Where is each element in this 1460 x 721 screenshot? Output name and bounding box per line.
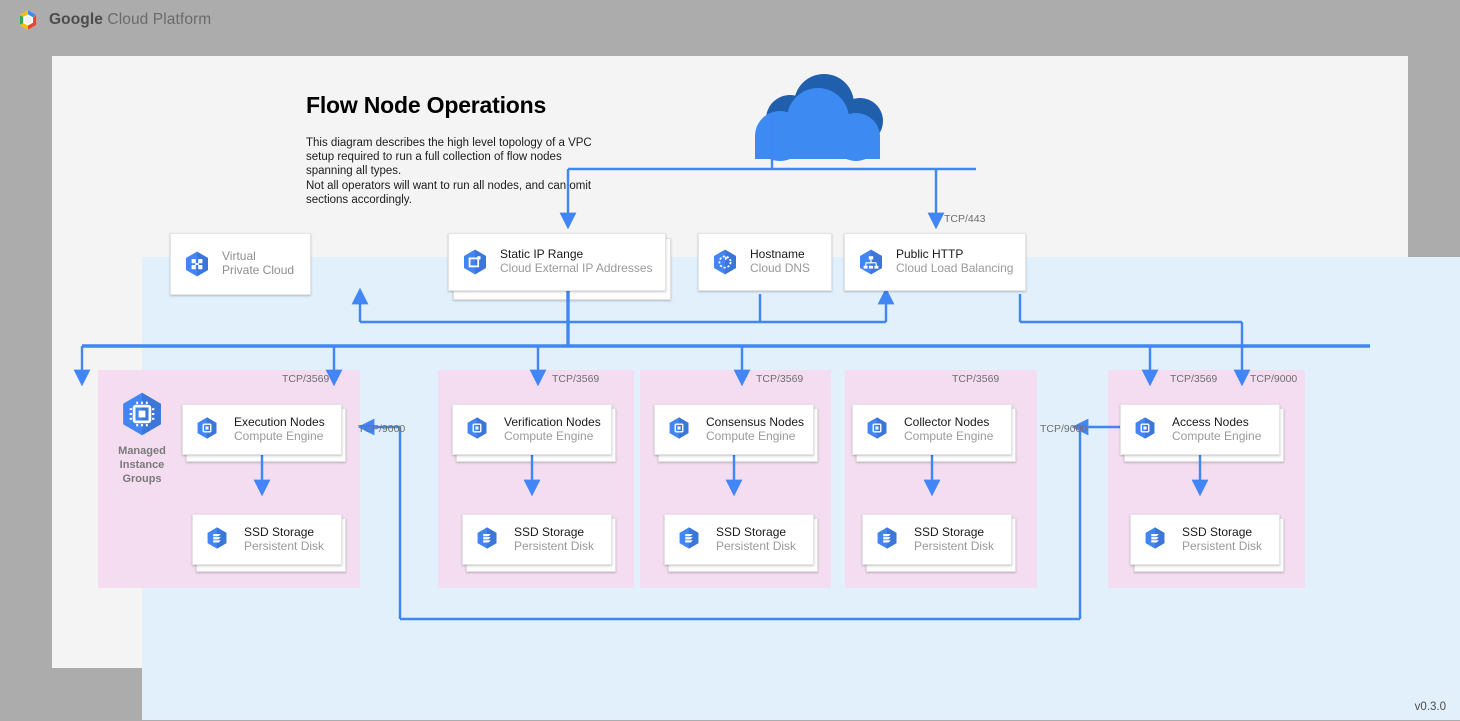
managed-instance-group-icon [118,390,166,438]
node-title: SSD Storage [514,524,585,539]
virtual-private-cloud-icon [183,250,211,278]
node-subtitle: Compute Engine [504,428,594,443]
port-label-execution-tcp9000: TCP/9000 [358,423,406,435]
group-label-managed-instance-groups: Managed Instance Groups [118,445,166,485]
stack-layer [52,172,202,226]
persistent-disk-icon [475,526,503,554]
node-access-ssd-storage[interactable]: SSD Storage Persistent Disk [1130,514,1280,565]
node-title: Public HTTP [896,247,964,262]
version-label: v0.3.0 [1414,701,1446,713]
port-label-verification-tcp3569: TCP/3569 [552,373,600,385]
node-title: Virtual [222,249,256,264]
node-subtitle: Persistent Disk [1182,538,1263,553]
node-subtitle: Persistent Disk [914,538,995,553]
node-title: Collector Nodes [904,414,990,429]
brand-cloud-platform: Cloud Platform [103,11,212,28]
node-consensus-nodes[interactable]: Consensus Nodes Compute Engine [654,404,814,455]
node-consensus-ssd-storage[interactable]: SSD Storage Persistent Disk [664,514,814,565]
node-title: Static IP Range [500,247,584,262]
node-subtitle: Persistent Disk [716,538,797,553]
persistent-disk-icon [677,526,705,554]
node-virtual-private-cloud[interactable]: Virtual Private Cloud [170,233,311,295]
node-static-ip-range[interactable]: Static IP Range Cloud External IP Addres… [448,233,666,291]
google-cloud-hexagon-logo-icon [16,8,40,32]
node-title: Execution Nodes [234,414,325,429]
diagram-description: This diagram describes the high level to… [306,137,592,206]
node-subtitle: Cloud DNS [750,261,811,275]
compute-engine-icon [667,416,695,444]
node-title: Verification Nodes [504,414,601,429]
node-title: SSD Storage [1182,524,1253,539]
cloud-dns-icon [711,248,739,276]
node-title-line2: Private Cloud [222,263,295,277]
compute-engine-icon [465,416,493,444]
node-subtitle: Compute Engine [234,428,324,443]
port-label-tcp443: TCP/443 [944,213,986,225]
compute-engine-icon [1133,416,1161,444]
stack-layer [52,56,270,118]
node-collector-ssd-storage[interactable]: SSD Storage Persistent Disk [862,514,1012,565]
stack-layer [52,118,212,172]
gcp-header-bar: Google Cloud Platform [0,0,1460,40]
port-label-access-tcp9000-in: TCP/9000 [1250,373,1298,385]
load-balancing-icon [857,248,885,276]
node-title: Consensus Nodes [706,414,805,429]
node-title: SSD Storage [244,524,315,539]
compute-engine-icon [865,416,893,444]
port-label-access-tcp3569: TCP/3569 [1170,373,1218,385]
persistent-disk-icon [875,526,903,554]
node-subtitle: Persistent Disk [514,538,595,553]
node-title: SSD Storage [716,524,787,539]
page-title: Flow Node Operations [306,92,547,118]
cloud-icon [732,74,912,169]
port-label-collector-tcp3569: TCP/3569 [952,373,1000,385]
node-execution-ssd-storage[interactable]: SSD Storage Persistent Disk [192,514,342,565]
node-title: Access Nodes [1172,414,1249,429]
node-subtitle: Compute Engine [904,428,994,443]
node-verification-ssd-storage[interactable]: SSD Storage Persistent Disk [462,514,612,565]
port-label-collector-tcp9000: TCP/9000 [1040,423,1088,435]
compute-engine-icon [195,416,223,444]
node-title: Hostname [750,247,805,262]
node-subtitle: Cloud Load Balancing [896,261,1014,275]
persistent-disk-icon [1143,526,1171,554]
node-access-nodes[interactable]: Access Nodes Compute Engine [1120,404,1280,455]
node-hostname[interactable]: Hostname Cloud DNS [698,233,832,291]
node-subtitle: Compute Engine [1172,428,1262,443]
persistent-disk-icon [205,526,233,554]
brand-google: Google [49,11,103,28]
node-subtitle: Compute Engine [706,428,796,443]
node-execution-nodes[interactable]: Execution Nodes Compute Engine [182,404,342,455]
diagram-canvas: Flow Node Operations This diagram descri… [52,56,1460,720]
gcp-wordmark: Google Cloud Platform [49,11,211,29]
node-public-http[interactable]: Public HTTP Cloud Load Balancing [844,233,1026,291]
external-ip-icon [461,248,489,276]
port-label-consensus-tcp3569: TCP/3569 [756,373,804,385]
node-verification-nodes[interactable]: Verification Nodes Compute Engine [452,404,612,455]
node-collector-nodes[interactable]: Collector Nodes Compute Engine [852,404,1012,455]
node-title: SSD Storage [914,524,985,539]
node-subtitle: Persistent Disk [244,538,325,553]
port-label-execution-tcp3569: TCP/3569 [282,373,330,385]
node-subtitle: Cloud External IP Addresses [500,261,653,275]
